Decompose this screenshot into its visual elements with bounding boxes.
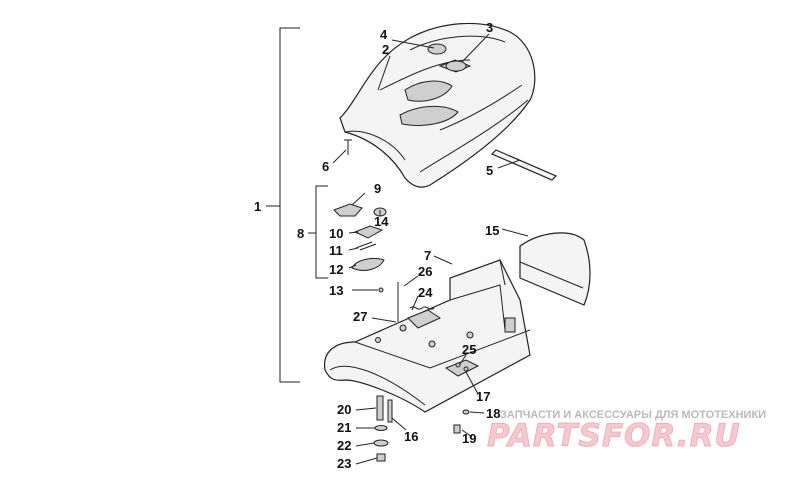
callout-5: 5	[486, 163, 493, 178]
callout-11: 11	[329, 243, 343, 258]
callout-14: 14	[374, 214, 389, 229]
callout-13: 13	[329, 283, 343, 298]
callout-2: 2	[382, 42, 389, 57]
callout-23: 23	[337, 456, 351, 471]
watermark-tagline: ЗАПЧАСТИ И АКСЕССУАРЫ ДЛЯ МОТОТЕХНИКИ	[500, 409, 766, 421]
callout-6: 6	[322, 159, 329, 174]
callout-21: 21	[337, 420, 351, 435]
leader-lines	[266, 27, 529, 465]
seat-base-drawing	[324, 259, 531, 413]
callout-7: 7	[424, 248, 431, 263]
callout-24: 24	[418, 285, 433, 300]
emblem-parts	[427, 43, 467, 72]
callout-18: 18	[486, 406, 500, 421]
callout-labels: 1 2 3 4 5 6 7 8 9 10 11 12 13 14 15 16 1…	[254, 20, 500, 471]
callout-12: 12	[329, 262, 343, 277]
fasteners-drawing	[373, 395, 470, 462]
rivet-drawing	[344, 139, 352, 155]
callout-16: 16	[404, 429, 418, 444]
callout-20: 20	[337, 402, 351, 417]
callout-25: 25	[462, 342, 476, 357]
callout-1: 1	[254, 199, 261, 214]
callout-4: 4	[380, 27, 388, 42]
callout-17: 17	[476, 389, 490, 404]
callout-22: 22	[337, 438, 351, 453]
seat-strap-drawing	[490, 149, 558, 181]
watermark: ЗАПЧАСТИ И АКСЕССУАРЫ ДЛЯ МОТОТЕХНИКИ PA…	[487, 409, 767, 454]
callout-3: 3	[486, 20, 493, 35]
side-panel-drawing	[519, 232, 591, 306]
callout-10: 10	[329, 226, 343, 241]
watermark-logo: PARTSFOR.RU	[487, 418, 741, 454]
latch-plate-drawing	[444, 359, 480, 377]
callout-15: 15	[485, 223, 499, 238]
callout-9: 9	[374, 181, 381, 196]
callout-19: 19	[462, 431, 476, 446]
callout-26: 26	[418, 264, 432, 279]
latch-assembly-drawing	[333, 203, 387, 293]
callout-27: 27	[353, 309, 367, 324]
callout-8: 8	[297, 226, 304, 241]
